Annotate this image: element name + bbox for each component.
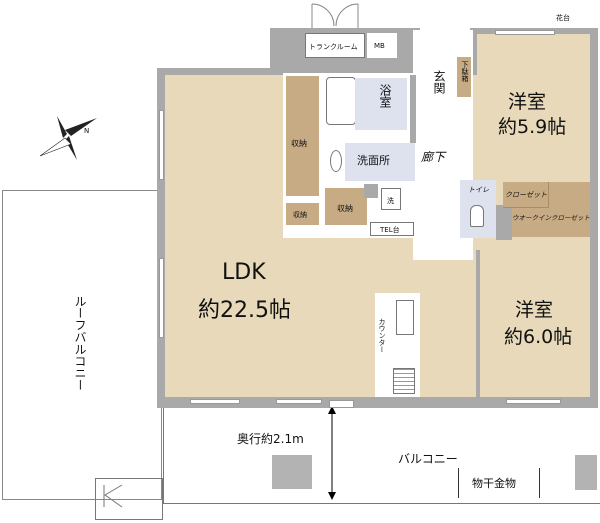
western-room-1-name: 洋室 — [508, 91, 547, 113]
compass-north-label: N — [84, 127, 90, 135]
drying-rack-divider-left — [458, 468, 459, 498]
western-room-2-name: 洋室 — [515, 299, 554, 321]
washer-space — [381, 188, 401, 210]
pillar — [364, 184, 378, 198]
tel-stand — [370, 222, 414, 236]
closet — [503, 182, 549, 208]
trunk-room-label: トランクルーム — [309, 43, 358, 51]
compass-icon — [39, 116, 97, 160]
ac-unit-icon — [103, 484, 123, 508]
balcony-label: バルコニー — [398, 452, 458, 466]
outdoor-unit — [272, 455, 312, 489]
flower-stand-label: 花台 — [556, 14, 570, 22]
western-room-1-size: 約5.9帖 — [498, 116, 567, 138]
wall — [496, 205, 512, 240]
roof-balcony-step — [95, 478, 163, 520]
balcony-area — [163, 404, 600, 504]
window — [506, 399, 561, 404]
bathroom-label-text: 浴室 — [378, 84, 392, 108]
trunk-room — [305, 33, 365, 58]
drying-rack-divider-right — [539, 468, 540, 498]
ldk-size: 約22.5帖 — [198, 298, 291, 323]
depth-arrow-icon — [328, 406, 336, 500]
storage-tall — [286, 76, 319, 196]
counter-label: カウンター — [378, 318, 386, 353]
wall — [410, 75, 416, 143]
window — [159, 258, 164, 338]
window — [159, 110, 164, 180]
entrance-label: 玄関 — [430, 70, 448, 99]
toilet-icon — [470, 205, 484, 227]
storage-small-label: 収納 — [293, 211, 307, 219]
hallway-label: 廊下 — [421, 150, 446, 164]
storage-mid-label: 収納 — [337, 204, 353, 213]
roof-balcony-label: ルーフバルコニー — [73, 295, 87, 391]
western-room-2-size: 約6.0帖 — [504, 326, 573, 348]
partition — [575, 455, 597, 490]
washroom-label: 洗面所 — [357, 154, 390, 167]
tel-stand-label: TEL台 — [380, 226, 400, 234]
trunk-door-icon — [311, 3, 359, 28]
mb-label: MB — [374, 42, 385, 50]
washer-label: 洗 — [387, 197, 394, 205]
western-room-1 — [477, 34, 590, 181]
storage-mid — [325, 188, 367, 225]
ldk-name: LDK — [222, 260, 266, 285]
stove-icon — [393, 368, 415, 394]
bathroom — [355, 78, 407, 130]
sink-icon — [330, 150, 342, 172]
depth-label: 奥行約2.1m — [237, 432, 304, 446]
mb-box — [367, 33, 397, 58]
shoe-box — [457, 57, 471, 97]
closet-label: クローゼット — [505, 191, 547, 199]
bathtub — [326, 77, 356, 125]
kitchen-sink-icon — [396, 300, 414, 335]
window — [190, 399, 240, 404]
shoe-box-label: 下駄箱 — [461, 61, 469, 82]
washroom — [345, 143, 415, 181]
wall — [476, 250, 480, 400]
window — [495, 30, 555, 35]
drying-rack-label: 物干金物 — [472, 477, 516, 490]
bathroom-label: 浴室 — [375, 84, 395, 114]
storage-tall-label: 収納 — [291, 139, 307, 148]
toilet-label: トイレ — [468, 186, 489, 194]
walk-in-closet-label: ウオークインクローゼット — [512, 214, 590, 222]
window — [329, 400, 354, 408]
storage-small — [286, 203, 319, 225]
window — [276, 399, 322, 404]
entrance-label-text: 玄関 — [432, 70, 446, 94]
